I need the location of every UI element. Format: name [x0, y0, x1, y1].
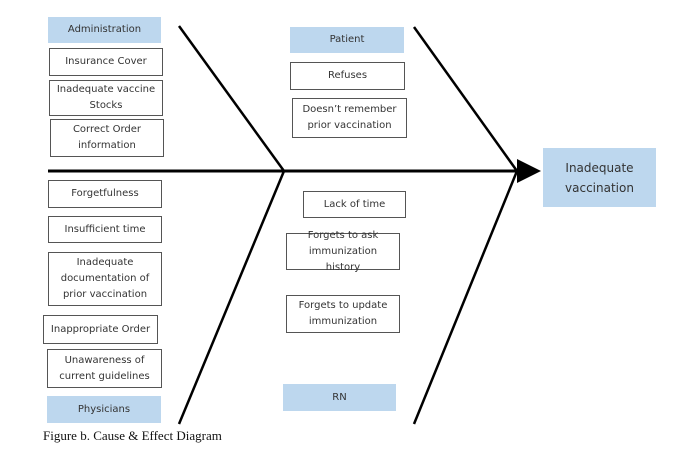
- cause-box: Correct Order information: [50, 119, 164, 157]
- category-patient: Patient: [290, 27, 404, 53]
- cause-box: Inappropriate Order: [43, 315, 158, 344]
- category-administration: Administration: [48, 17, 161, 43]
- bone-physicians: [177, 170, 286, 425]
- cause-box: Inadequate vaccine Stocks: [49, 80, 163, 116]
- cause-box: Forgets to ask immunization history: [286, 230, 400, 273]
- cause-box: Insurance Cover: [49, 48, 163, 76]
- category-rn: RN: [283, 384, 396, 411]
- bone-rn: [412, 170, 519, 425]
- cause-box: Doesn’t remember prior vaccination: [292, 98, 407, 138]
- cause-box: Refuses: [290, 62, 405, 90]
- cause-box: Lack of time: [303, 191, 406, 218]
- cause-box: Inadequate documentation of prior vaccin…: [48, 252, 162, 306]
- category-physicians: Physicians: [47, 396, 161, 423]
- bone-patient: [412, 26, 519, 172]
- bone-administration: [177, 25, 286, 172]
- cause-box: Insufficient time: [48, 216, 162, 243]
- cause-box: Forgetfulness: [48, 180, 162, 208]
- cause-box: Forgets to update immunization: [286, 295, 400, 333]
- effect-box: Inadequate vaccination: [543, 148, 656, 207]
- figure-caption: Figure b. Cause & Effect Diagram: [43, 428, 222, 443]
- cause-box: Unawareness of current guidelines: [47, 349, 162, 388]
